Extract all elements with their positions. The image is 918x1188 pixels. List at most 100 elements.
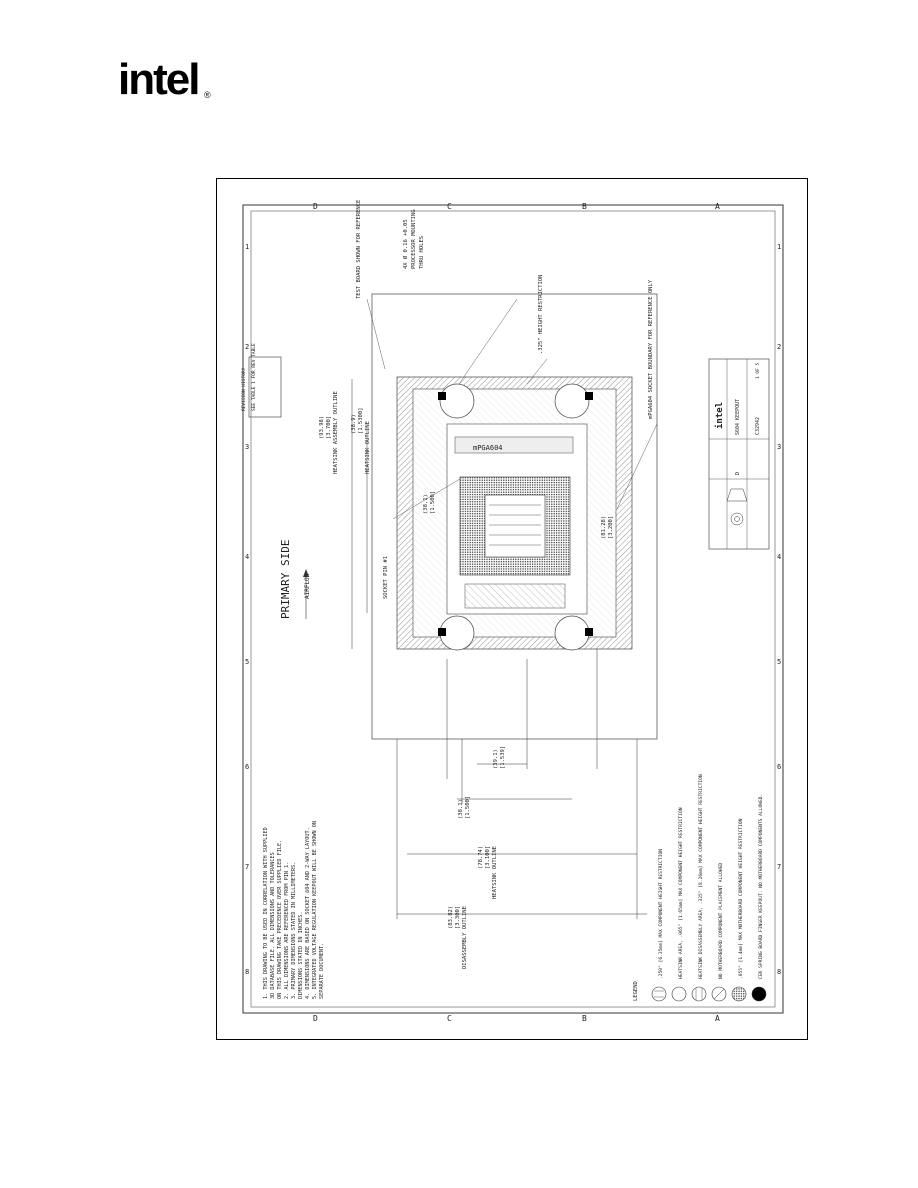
primary-side-label: PRIMARY SIDE xyxy=(279,540,292,619)
zone-num-7-left: 7 xyxy=(245,863,249,871)
heatsink-assembly-label: HEATSINK ASSEMBLY OUTLINE xyxy=(333,391,339,474)
zone-letter-d-top: D xyxy=(313,202,318,211)
zone-num-8-left: 8 xyxy=(245,968,249,976)
title-block-sheet: 1 OF 5 xyxy=(755,362,761,379)
spring-finger-keepout-2 xyxy=(585,392,593,400)
note-1: 1. THIS DRAWING TO BE USED IN CORRELATIO… xyxy=(263,827,269,999)
airflow-label: AIRFLOW xyxy=(304,573,311,599)
title-block-company: intel xyxy=(714,402,725,429)
legend-title: LEGEND xyxy=(633,981,639,1001)
zone-letter-a-bottom: A xyxy=(715,1014,720,1023)
revision-block: REVISION HISTORY SEE TABLE 1 FOR REV TAB… xyxy=(241,343,282,418)
note-4: 4. DIMENSIONS ARE BASED ON SOCKET 604 AN… xyxy=(305,827,311,999)
legend: .250" [6.35mm] MAX COMPONENT HEIGHT REST… xyxy=(651,774,767,1002)
note-3b: DIMENSIONS STATED IN INCHES. xyxy=(298,912,304,999)
drawing-border xyxy=(242,204,784,1014)
note-5b: SEPARATE DOCUMENT. xyxy=(319,943,325,999)
mounting-hole-4 xyxy=(554,615,590,651)
pin-field-center xyxy=(484,494,546,558)
registered-mark: ® xyxy=(204,90,211,100)
title-block: intel S604 KEEPOUT C32942 1 OF 5 D xyxy=(708,358,770,550)
heatsink-outline-1-in: [1.5300] xyxy=(358,408,364,435)
spring-finger-keepout-4 xyxy=(585,628,593,636)
legend-swatch-low-height-icon xyxy=(731,986,747,1002)
zone-num-6-right: 6 xyxy=(777,763,781,771)
note-2: 2. ALL DIMENSIONS ARE REFERENCED FROM PI… xyxy=(284,862,290,999)
note-3: 3. PRIMARY DIMENSIONS STATED IN MILLIMET… xyxy=(291,862,297,999)
title-block-size: D xyxy=(735,472,741,475)
mounting-holes-1: 4X Ø 0.16 +0.05 xyxy=(402,219,409,269)
revision-history-label: REVISION HISTORY xyxy=(241,367,247,411)
see-table-label: SEE TABLE 1 FOR REV TABLE xyxy=(251,343,257,411)
note-1c: ON THIS DRAWING TAKE PRECEDENCE OVER SUP… xyxy=(277,840,283,999)
zone-num-4-right: 4 xyxy=(777,553,781,561)
title-block-title: S604 KEEPOUT xyxy=(735,399,741,435)
heatsink-outline-1-mm: (38.9) xyxy=(351,414,357,434)
legend-item-3: HEATSINK DISASSEMBLY AREA, .325" [8.26mm… xyxy=(698,774,704,979)
component-label: mPGA604 xyxy=(473,444,503,452)
keepout-drawing: D C B A D C B A 1 2 3 4 5 6 7 8 1 2 3 4 … xyxy=(241,200,784,1023)
socket-pin-note: SOCKET PIN #1 xyxy=(383,556,389,599)
zone-num-6-left: 6 xyxy=(245,763,249,771)
legend-item-4: NO MOTHERBOARD COMPONENT PLACEMENT ALLOW… xyxy=(718,863,724,979)
mounting-hole-2 xyxy=(554,383,590,419)
dim-right-in: [3.200] xyxy=(608,516,614,539)
legend-item-5: .055" [1.4mm] MAX MOTHERBOARD COMPONENT … xyxy=(738,818,744,979)
legend-swatch-spring-finger-icon xyxy=(751,986,767,1002)
socket-boundary-note: mPGA604 SOCKET BOUNDARY FOR REFERENCE ON… xyxy=(648,279,654,419)
legend-item-1: .250" [6.35mm] MAX COMPONENT HEIGHT REST… xyxy=(658,849,664,979)
legend-item-6: CEK SPRING BOARD FINGER KEEPOUT. NO MOTH… xyxy=(758,794,764,979)
note-5: 5. INTEGRATED VOLTAGE REGULATION KEEPOUT… xyxy=(312,821,318,999)
zone-num-3-left: 3 xyxy=(245,443,249,451)
socket-lever xyxy=(454,436,574,454)
zone-num-2-right: 2 xyxy=(777,343,781,351)
spring-finger-keepout-3 xyxy=(438,628,446,636)
heatsink-assembly-dim-in: [3.700] xyxy=(326,416,332,439)
heatsink-outline-1-label: HEATSINK OUTLINE xyxy=(365,421,371,474)
zone-letter-c-bottom: C xyxy=(447,1014,452,1023)
height-restriction-note: .325" HEIGHT RESTRICTION xyxy=(538,275,544,354)
zone-num-3-right: 3 xyxy=(777,443,781,451)
drawing-frame: D C B A D C B A 1 2 3 4 5 6 7 8 1 2 3 4 … xyxy=(216,178,808,1040)
zone-num-2-left: 2 xyxy=(245,343,249,351)
dim-outer-label: DISASSEMBLY OUTLINE xyxy=(462,906,468,969)
legend-swatch-disassembly-icon xyxy=(691,986,707,1002)
heatsink-assembly-dim-mm: (93.98) xyxy=(319,416,325,439)
zone-num-5-left: 5 xyxy=(245,658,249,666)
dim-small2-in: [1.500] xyxy=(465,796,471,819)
logo-text: intel xyxy=(118,55,200,104)
dim-right-mm: (81.28) xyxy=(601,516,607,539)
mounting-hole-1 xyxy=(439,383,475,419)
zone-num-4-left: 4 xyxy=(245,553,249,561)
zone-num-8-right: 8 xyxy=(777,968,781,976)
dim-small-mm: (38.1) xyxy=(423,494,429,514)
socket-lower-body xyxy=(464,583,566,609)
zone-letter-a-top: A xyxy=(715,202,720,211)
legend-item-2: HEATSINK AREA, .065" [1.65mm] MAX COMPON… xyxy=(678,807,684,979)
dim-wide-label: HEATSINK OUTLINE xyxy=(492,846,498,899)
dim-mid-mm: (39.1) xyxy=(493,749,499,769)
zone-num-1-left: 1 xyxy=(245,243,249,251)
dim-small-in: [1.500] xyxy=(430,491,436,514)
note-1b: 3D DATABASE FILE. ALL DIMENSIONS AND TOL… xyxy=(270,852,276,999)
mounting-holes-2: PROCESSOR MOUNTING xyxy=(411,209,417,269)
title-block-doc-number: C32942 xyxy=(755,417,761,435)
zone-num-1-right: 1 xyxy=(777,243,781,251)
legend-swatch-heatsink-icon xyxy=(671,986,687,1002)
mounting-holes-3: THRU HOLES xyxy=(419,236,425,269)
drawing-inner-border xyxy=(250,210,776,1008)
zone-letter-c-top: C xyxy=(447,202,452,211)
zone-letter-b-bottom: B xyxy=(582,1014,587,1023)
zone-letter-d-bottom: D xyxy=(313,1014,318,1023)
dim-mid-in: [1.539] xyxy=(500,746,506,769)
dim-wide-mm: (78.74) xyxy=(478,846,484,869)
spring-finger-keepout-1 xyxy=(438,392,446,400)
intel-logo: intel ® xyxy=(118,58,228,108)
projection-symbol-icon xyxy=(730,512,744,526)
dim-outer-mm: (83.82) xyxy=(448,906,454,929)
legend-swatch-height-icon xyxy=(651,986,667,1002)
dim-outer-in: [3.300] xyxy=(455,906,461,929)
zone-letter-b-top: B xyxy=(582,202,587,211)
dim-small2-mm: (38.1) xyxy=(458,799,464,819)
dim-wide-in: [3.100] xyxy=(485,846,491,869)
